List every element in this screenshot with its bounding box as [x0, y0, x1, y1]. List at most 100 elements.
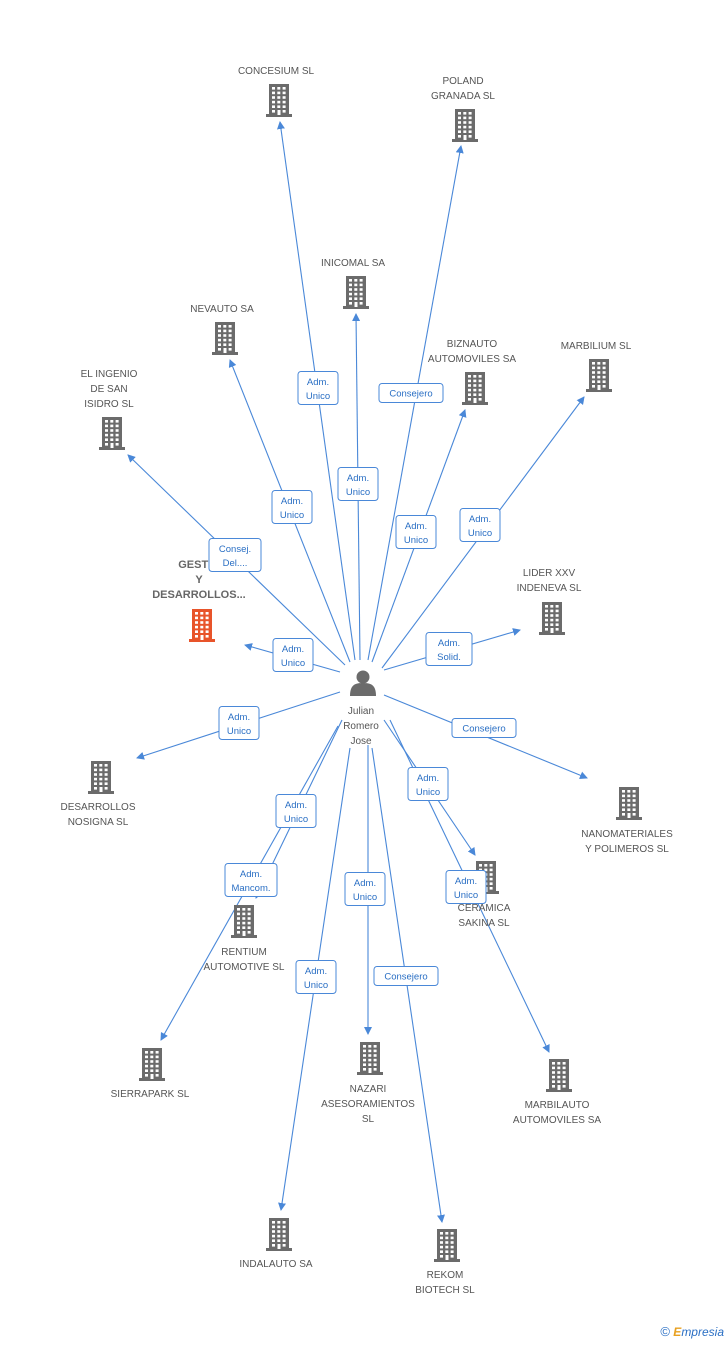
company-label-line: MARBILAUTO [525, 1100, 590, 1111]
company-label[interactable]: REKOM BIOTECH SL [415, 1270, 475, 1296]
company-node-concesium[interactable]: CONCESIUM SL [238, 66, 315, 117]
company-label[interactable]: MARBILAUTO AUTOMOVILES SA [513, 1100, 602, 1126]
company-label[interactable]: CONCESIUM SL [238, 66, 315, 77]
company-label-line: SIERRAPARK SL [111, 1089, 190, 1100]
copyright-icon: © [660, 1324, 670, 1339]
edge-role-line: Adm. [438, 638, 460, 649]
person-icon[interactable] [350, 670, 376, 697]
edge-label-lider: Adm. Solid. [425, 632, 473, 666]
edge-role-line: Consejero [389, 389, 432, 400]
company-label-line: NANOMATERIALES [581, 829, 673, 840]
edge-role-line: Unico [454, 890, 478, 901]
company-label-line: DE SAN [90, 384, 127, 395]
edge-role-line: Consej. [219, 544, 251, 555]
footer-brand[interactable]: © Empresia [660, 1324, 724, 1339]
edge-label-ceramica: Adm.Unico [407, 767, 449, 801]
company-label-line: AUTOMOTIVE SL [204, 962, 285, 973]
company-label-line: DESARROLLOS [60, 802, 135, 813]
company-node-inicomal[interactable]: INICOMAL SA [321, 258, 385, 309]
edge-role-text: Adm.Unico [353, 878, 377, 903]
company-label-line: SL [362, 1114, 375, 1125]
brand-name: mpresia [681, 1325, 724, 1339]
edge-label-rekom: Consejero [373, 966, 439, 986]
building-icon [231, 905, 257, 938]
company-node-indalauto[interactable]: INDALAUTO SA [239, 1218, 313, 1270]
edge-role-text: Adm.Unico [346, 473, 370, 498]
edge-role-line: Solid. [437, 652, 461, 663]
company-node-nanomateriales[interactable]: NANOMATERIALES Y POLIMEROS SL [581, 787, 673, 855]
company-label-line: CERAMICA [458, 903, 511, 914]
edge-role-line: Adm. [282, 644, 304, 655]
building-icon [462, 372, 488, 405]
company-node-nevauto[interactable]: NEVAUTO SA [190, 304, 254, 355]
edge-role-line: Unico [280, 510, 304, 521]
company-label-line: INDENEVA SL [517, 583, 582, 594]
building-icon [546, 1059, 572, 1092]
edge-role-line: Unico [227, 726, 251, 737]
edge-role-line: Unico [404, 535, 428, 546]
company-label-line: AUTOMOVILES SA [513, 1115, 602, 1126]
edge-role-line: Adm. [455, 876, 477, 887]
edge-label-nanomateriales: Consejero [451, 718, 517, 738]
company-node-rentium[interactable]: RENTIUM AUTOMOTIVE SL [204, 905, 285, 973]
building-icon [266, 84, 292, 117]
company-label[interactable]: INICOMAL SA [321, 258, 385, 269]
company-node-marbilauto[interactable]: MARBILAUTO AUTOMOVILES SA [513, 1059, 602, 1126]
company-label-line: CONCESIUM SL [238, 66, 315, 77]
edge-role-text: Consejero [462, 724, 505, 735]
edge-role-line: Adm. [305, 966, 327, 977]
edge-label-nazari: Adm.Unico [344, 872, 386, 906]
edge-role-line: Adm. [417, 773, 439, 784]
building-icon [343, 276, 369, 309]
company-label[interactable]: SIERRAPARK SL [111, 1089, 190, 1100]
company-label[interactable]: MARBILIUM SL [561, 341, 632, 352]
edge-role-line: Mancom. [231, 883, 270, 894]
company-label-line: BIZNAUTO [447, 339, 498, 350]
edge-role-text: Adm. Unico [454, 876, 478, 901]
building-icon [357, 1042, 383, 1075]
edge-role-line: Adm. [240, 869, 262, 880]
edge-label-indalauto: Adm.Unico [295, 960, 337, 994]
company-label-line: REKOM [427, 1270, 464, 1281]
company-label-line: NEVAUTO SA [190, 304, 254, 315]
company-label[interactable]: NEVAUTO SA [190, 304, 254, 315]
company-label-line: Y POLIMEROS SL [585, 844, 669, 855]
edge-role-line: Adm. [285, 800, 307, 811]
company-label[interactable]: RENTIUM AUTOMOTIVE SL [204, 947, 285, 973]
company-node-rekom[interactable]: REKOM BIOTECH SL [415, 1229, 475, 1296]
edge-role-line: Consejero [462, 724, 505, 735]
company-node-marbilium[interactable]: MARBILIUM SL [561, 341, 632, 392]
company-label-line: RENTIUM [221, 947, 267, 958]
edge-role-line: Del.... [223, 558, 248, 569]
edge-role-text: Adm.Unico [404, 521, 428, 546]
edge-role-text: Adm.Unico [416, 773, 440, 798]
company-label[interactable]: NANOMATERIALES Y POLIMEROS SL [581, 829, 673, 855]
building-icon [88, 761, 114, 794]
company-label-line: BIOTECH SL [415, 1285, 475, 1296]
company-label[interactable]: INDALAUTO SA [239, 1259, 312, 1270]
edge-label-inicomal: Adm.Unico [337, 467, 379, 501]
company-label-line: INDALAUTO SA [239, 1259, 312, 1270]
edge-label-nevauto: Adm.Unico [271, 490, 313, 524]
edge-role-text: Adm.Unico [468, 514, 492, 539]
edge-role-text: Consejero [389, 389, 432, 400]
company-node-sierrapark[interactable]: SIERRAPARK SL [111, 1048, 190, 1100]
building-icon [586, 359, 612, 392]
person-name-line: Julian [348, 706, 374, 717]
